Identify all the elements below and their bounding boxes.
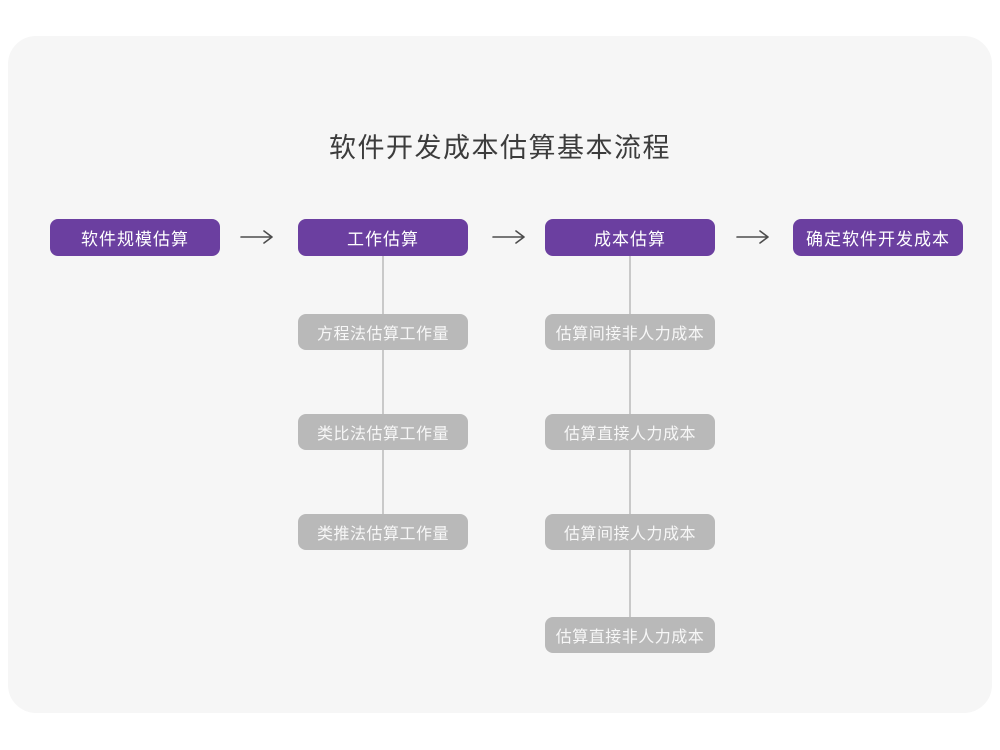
connector-line-work-estimation: [382, 256, 384, 534]
sub-box-indirect-labor-cost: 估算间接人力成本: [545, 514, 715, 550]
right-arrow-icon: [240, 230, 273, 244]
step-box-cost-estimation: 成本估算: [545, 219, 715, 256]
sub-box-equation-method: 方程法估算工作量: [298, 314, 468, 350]
right-arrow-icon: [736, 230, 769, 244]
sub-box-analogy-method: 类比法估算工作量: [298, 414, 468, 450]
sub-box-direct-labor-cost: 估算直接人力成本: [545, 414, 715, 450]
step-box-software-scale-estimation: 软件规模估算: [50, 219, 220, 256]
flowchart-canvas: 软件开发成本估算基本流程 软件规模估算 工作估算 成本估算 确定软件开发成本 方…: [8, 36, 992, 713]
sub-box-direct-nonlabor-cost: 估算直接非人力成本: [545, 617, 715, 653]
step-box-work-estimation: 工作估算: [298, 219, 468, 256]
diagram-title: 软件开发成本估算基本流程: [329, 133, 671, 163]
sub-box-indirect-nonlabor-cost: 估算间接非人力成本: [545, 314, 715, 350]
sub-box-extrapolation-method: 类推法估算工作量: [298, 514, 468, 550]
step-box-determine-development-cost: 确定软件开发成本: [793, 219, 963, 256]
right-arrow-icon: [492, 230, 525, 244]
